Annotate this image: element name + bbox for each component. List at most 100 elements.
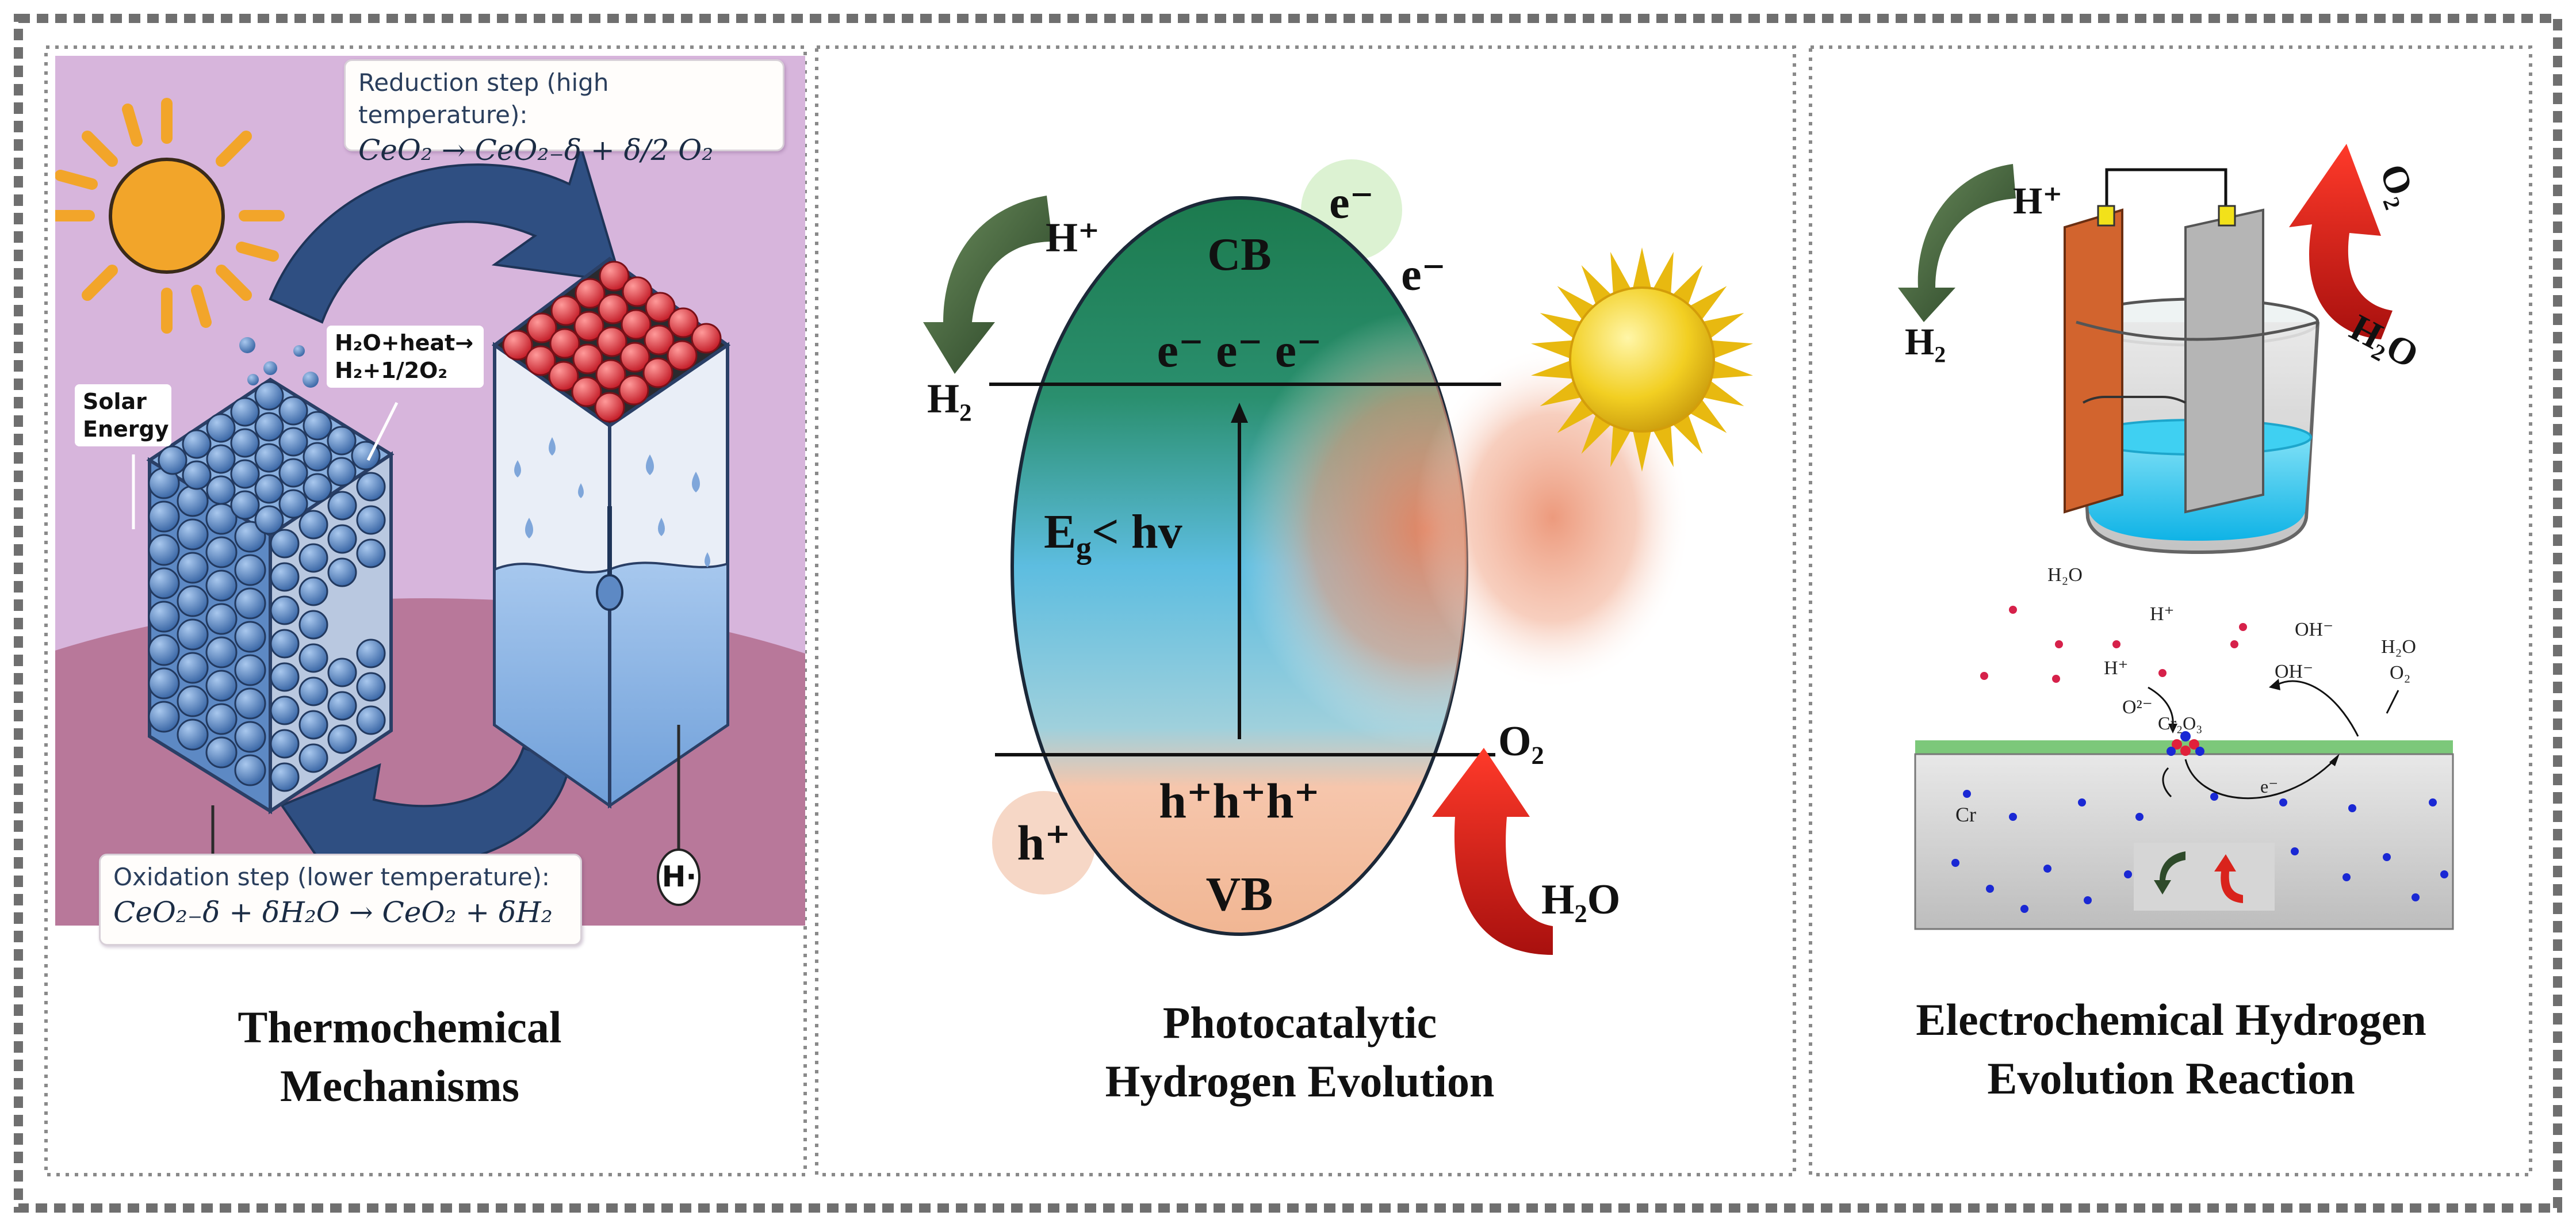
ceria-atom [205,636,238,668]
ceria-atom [205,703,238,735]
ceria-atom [254,381,284,411]
electro-o2-arrow [2289,144,2393,339]
ceria-atom [230,428,260,458]
sun-ray [1700,379,1744,407]
ceria-atom [158,445,187,475]
oxygen-atom [594,392,625,423]
bandgap-e: E [1044,505,1077,559]
oxygen-atom [573,311,604,342]
ceria-atom [177,585,209,617]
ceria-atom [148,500,180,533]
substrate-atom [2009,813,2017,821]
solution-ion [2230,640,2238,648]
hole-label: h⁺ [1017,815,1071,870]
electron-label-2: e⁻ [1401,250,1446,300]
ceria-atom [148,601,180,633]
vb-label: VB [1205,867,1273,921]
ceria-atom [298,576,328,606]
photo-illustration [923,159,1754,955]
electro-h2: H₂ [1905,321,1946,363]
ceria-atom [234,687,266,720]
solution-ion [2239,623,2247,631]
ceria-atom [303,411,332,441]
sun-ray [1708,340,1754,360]
oxygen-atom [571,376,602,407]
oxygen-atom [550,295,581,326]
substrate-atom [2124,870,2132,878]
ceria-atom [278,458,308,488]
ceria-atom [234,754,266,786]
thermo-caption-line1: Thermochemical [238,1002,562,1052]
hole-bubble [992,791,1096,895]
electro-h-plus-arrow [1898,164,2016,322]
oxygen-atom [548,361,579,392]
substrate-atom [2348,804,2356,812]
ceria-atom [254,412,284,442]
sun-ray [1700,312,1744,341]
ceria-atom [182,460,212,490]
sun-ray [1610,422,1632,468]
cathode-plate [2064,208,2123,514]
ceria-atom [278,489,308,519]
ceria-atom [177,618,209,651]
ceria-atom [206,444,236,474]
sun-ray [1540,312,1584,341]
electro-panel-frame [1809,45,2532,1176]
ceria-atom [356,639,386,668]
sun-ray [1632,247,1652,292]
ceria-atom [148,667,180,699]
sun-ray [1540,379,1584,407]
ceria-atom [278,396,308,426]
solar-energy-label: Solar Energy [75,384,171,446]
ceria-atom [254,474,284,504]
ceria-atom [254,443,284,473]
substrate-atom [2078,798,2086,806]
ceria-atom [298,643,328,673]
bandgap-rest: < hv [1092,505,1182,559]
cb-label: CB [1207,230,1272,280]
vb-holes: h⁺h⁺h⁺ [1159,773,1320,828]
electro-illustration [1898,144,2454,930]
oxygen-atom [691,323,722,354]
thermo-panel-frame [44,45,807,1176]
ceria-atom [327,426,357,456]
h-plus-to-h2-arrow [923,196,1052,374]
substrate-atom [2291,847,2299,855]
substrate-atom [1951,859,1959,867]
oxygen-atom [645,292,676,323]
thermo-illustration [55,56,805,926]
bandgap-label: Eg< hv [1044,503,1228,576]
substrate-atom [2440,870,2448,878]
reduction-equation: CeO₂ → CeO₂₋δ + δ/2 O₂ [358,133,714,167]
ceria-atom [177,718,209,751]
ceria-atom [177,552,209,584]
substrate-atom [2210,793,2218,801]
sun-ray [1708,360,1754,379]
oxygen-atom [502,330,533,361]
ceria-atom [303,442,332,472]
oxygen-atom [575,278,606,309]
ceria-atom [327,457,357,487]
water-split-label: H₂O+heat→ H₂+1/2O₂ [327,326,484,388]
ceria-atom [298,710,328,740]
solution-ion [2158,669,2167,677]
ceria-atom [270,562,300,592]
oxygen-atom [572,343,603,374]
ceria-atom [254,505,284,535]
ceria-atom [234,587,266,620]
ceria-atom [303,473,332,503]
oxygen-atom [525,345,556,376]
solution-ion [2112,640,2120,648]
ceria-atom [270,762,300,792]
photo-caption-line1: Photocatalytic [1162,997,1437,1048]
oxygen-atom [621,309,652,340]
ceria-cube-reduced [146,337,395,897]
external-wire [2105,168,2227,213]
species-hplus-1: H⁺ [2150,603,2175,625]
ceria-atom [234,521,266,553]
sun-ray [1610,251,1632,297]
ceria-atom [298,743,328,773]
oxidation-step-box: Oxidation step (lower temperature): CeO₂… [99,854,582,946]
oxygen-atom [526,312,557,343]
